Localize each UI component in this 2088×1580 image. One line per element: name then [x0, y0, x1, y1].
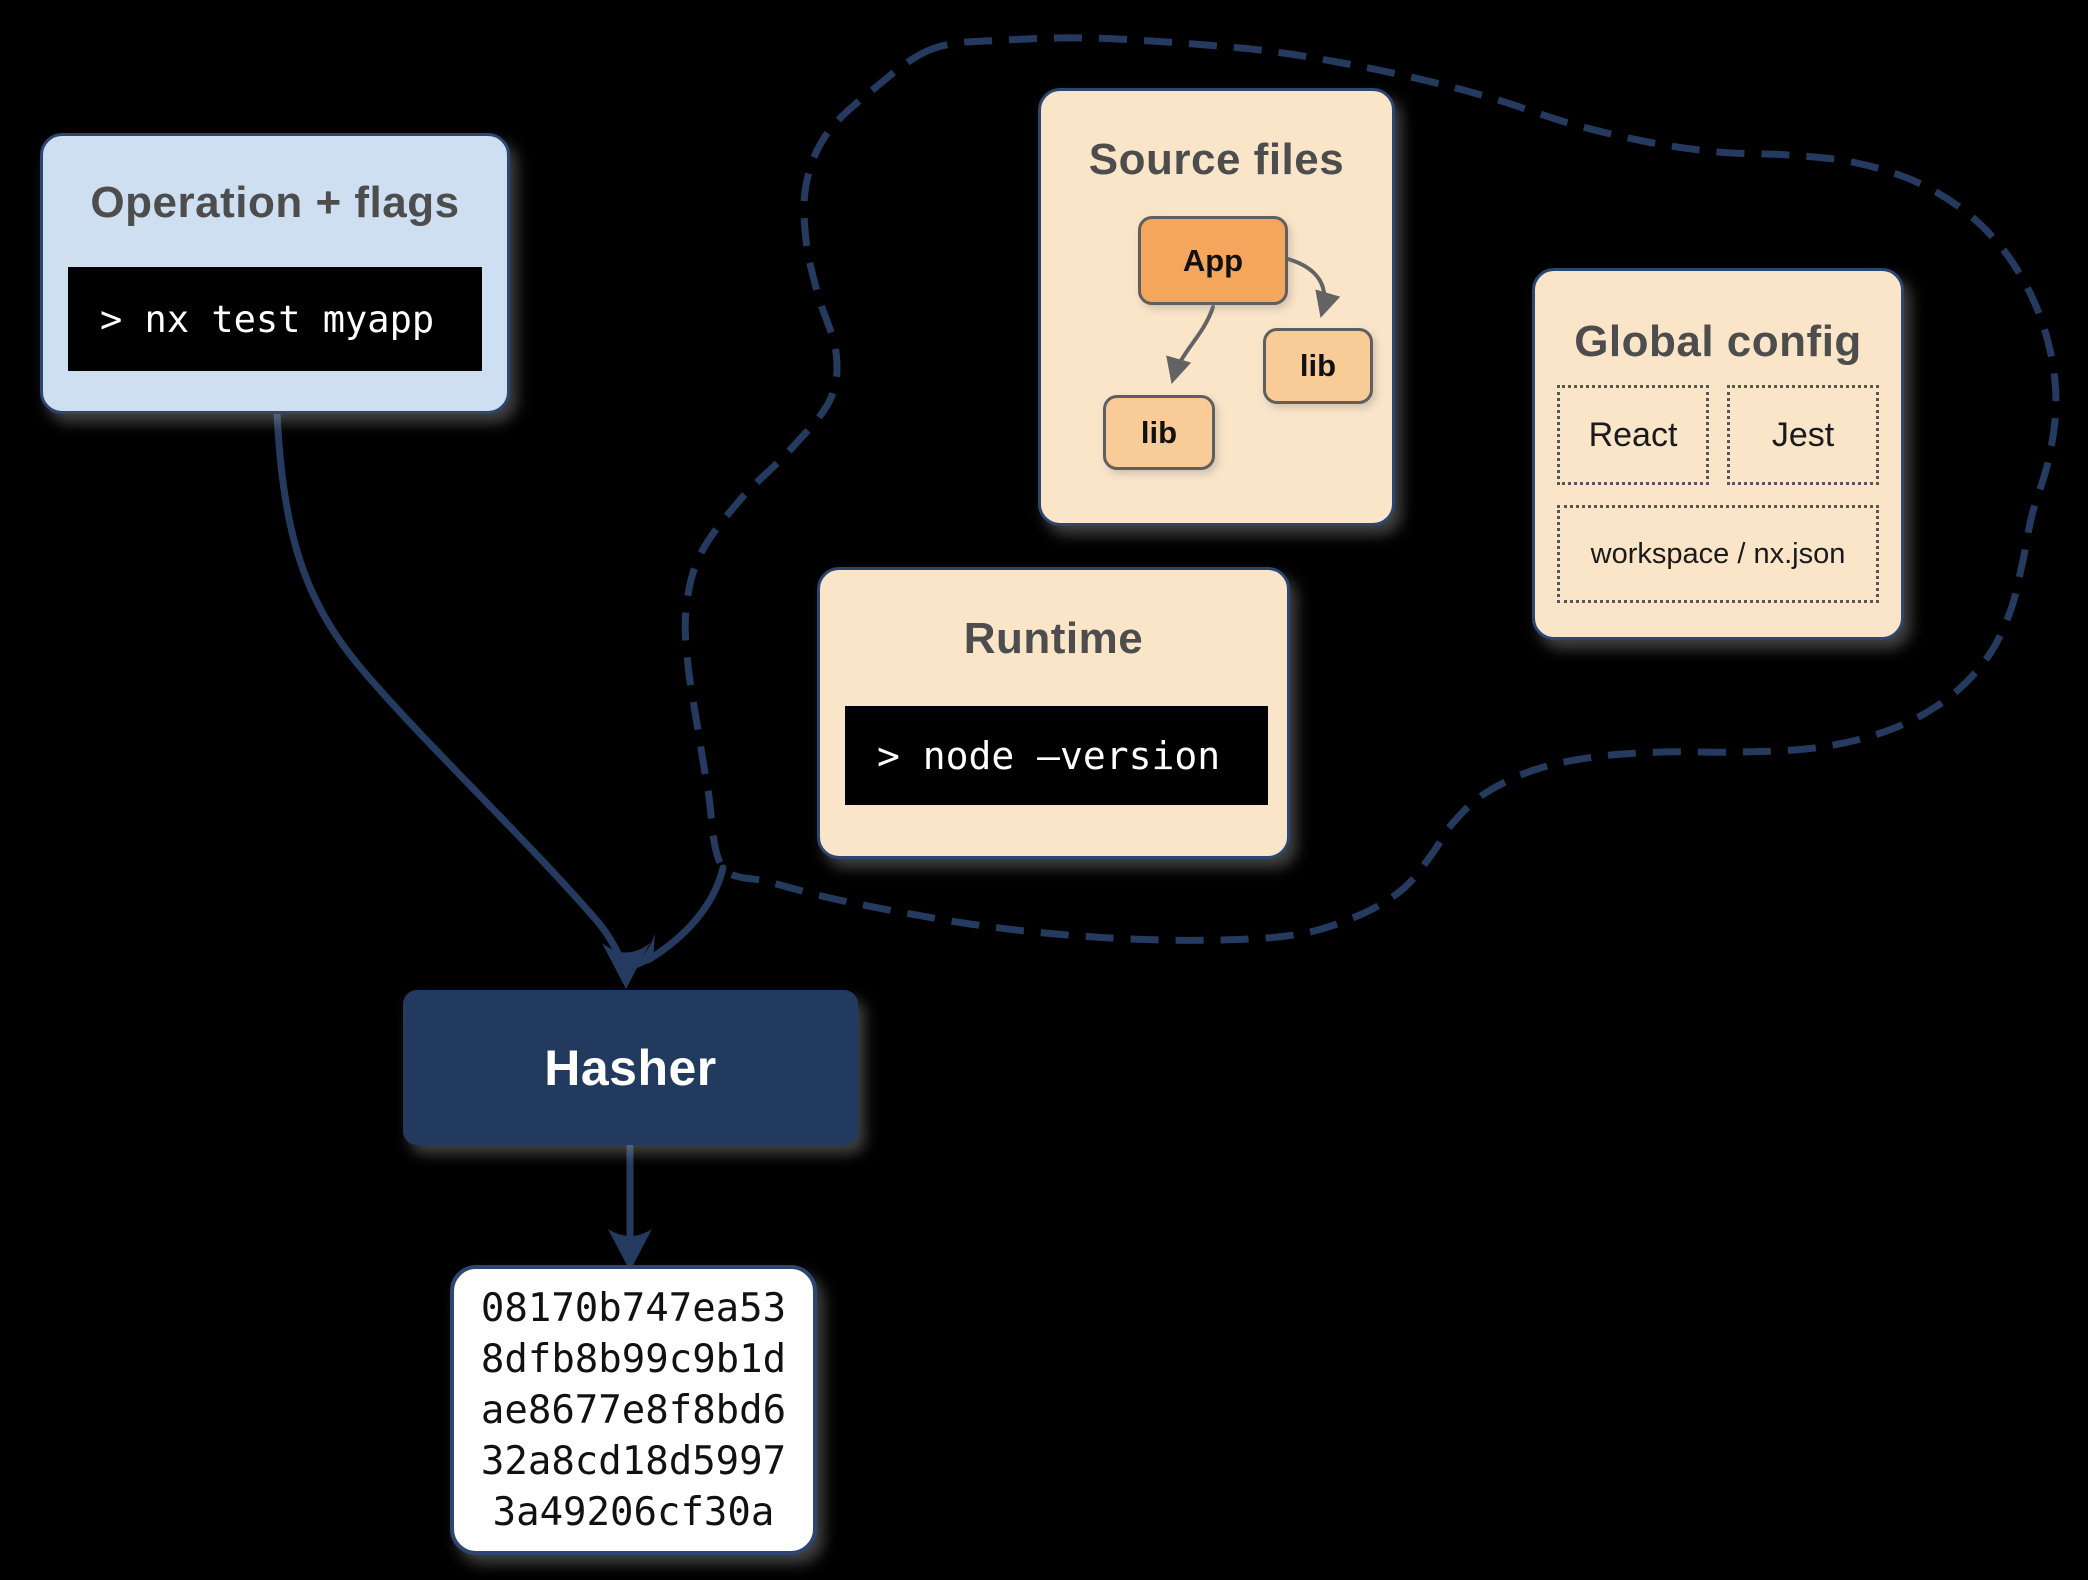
source-graph-arrows	[1166, 257, 1341, 384]
hash-arrowhead-icon	[608, 1229, 652, 1271]
hasher-box: Hasher	[403, 990, 858, 1145]
arrow-cloud-to-hasher	[644, 864, 727, 964]
arrow-app-to-lib-right	[1286, 257, 1341, 318]
node-lib-left: lib	[1103, 395, 1215, 470]
global-config-title: Global config	[1574, 317, 1862, 366]
operation-command-text: > nx test myapp	[100, 297, 435, 341]
hash-line: 3a49206cf30a	[492, 1489, 775, 1535]
hash-line: 08170b747ea53	[480, 1285, 787, 1331]
inputs-cloud-outline	[681, 34, 2060, 944]
source-files-box: Source files App lib lib	[1038, 88, 1395, 526]
hasher-input-arrowhead-icon	[602, 943, 650, 989]
node-app: App	[1138, 216, 1288, 305]
global-config-box: Global config React Jest workspace / nx.…	[1532, 268, 1904, 640]
runtime-command-text: > node –version	[877, 733, 1221, 778]
operation-terminal: > nx test myapp	[68, 267, 482, 371]
arrow-app-to-lib-left	[1166, 305, 1215, 384]
node-lib-right: lib	[1263, 328, 1373, 404]
operation-flags-box: Operation + flags > nx test myapp	[40, 133, 510, 414]
config-item-jest: Jest	[1727, 385, 1879, 485]
hasher-label: Hasher	[544, 1039, 717, 1096]
hash-line: ae8677e8f8bd6	[480, 1387, 787, 1433]
source-files-title: Source files	[1088, 135, 1345, 184]
runtime-title: Runtime	[963, 614, 1144, 663]
runtime-terminal: > node –version	[845, 706, 1268, 805]
cloud-arrow-feather-icon	[626, 934, 655, 973]
operation-flags-title: Operation + flags	[90, 178, 460, 227]
config-item-workspace: workspace / nx.json	[1557, 505, 1879, 603]
hash-line: 32a8cd18d5997	[480, 1438, 787, 1484]
hash-output-box: 08170b747ea53 8dfb8b99c9b1d ae8677e8f8bd…	[450, 1265, 817, 1555]
hash-line: 8dfb8b99c9b1d	[480, 1336, 787, 1382]
runtime-box: Runtime > node –version	[817, 567, 1290, 859]
arrow-operation-to-hasher	[273, 408, 629, 974]
config-item-react: React	[1557, 385, 1709, 485]
